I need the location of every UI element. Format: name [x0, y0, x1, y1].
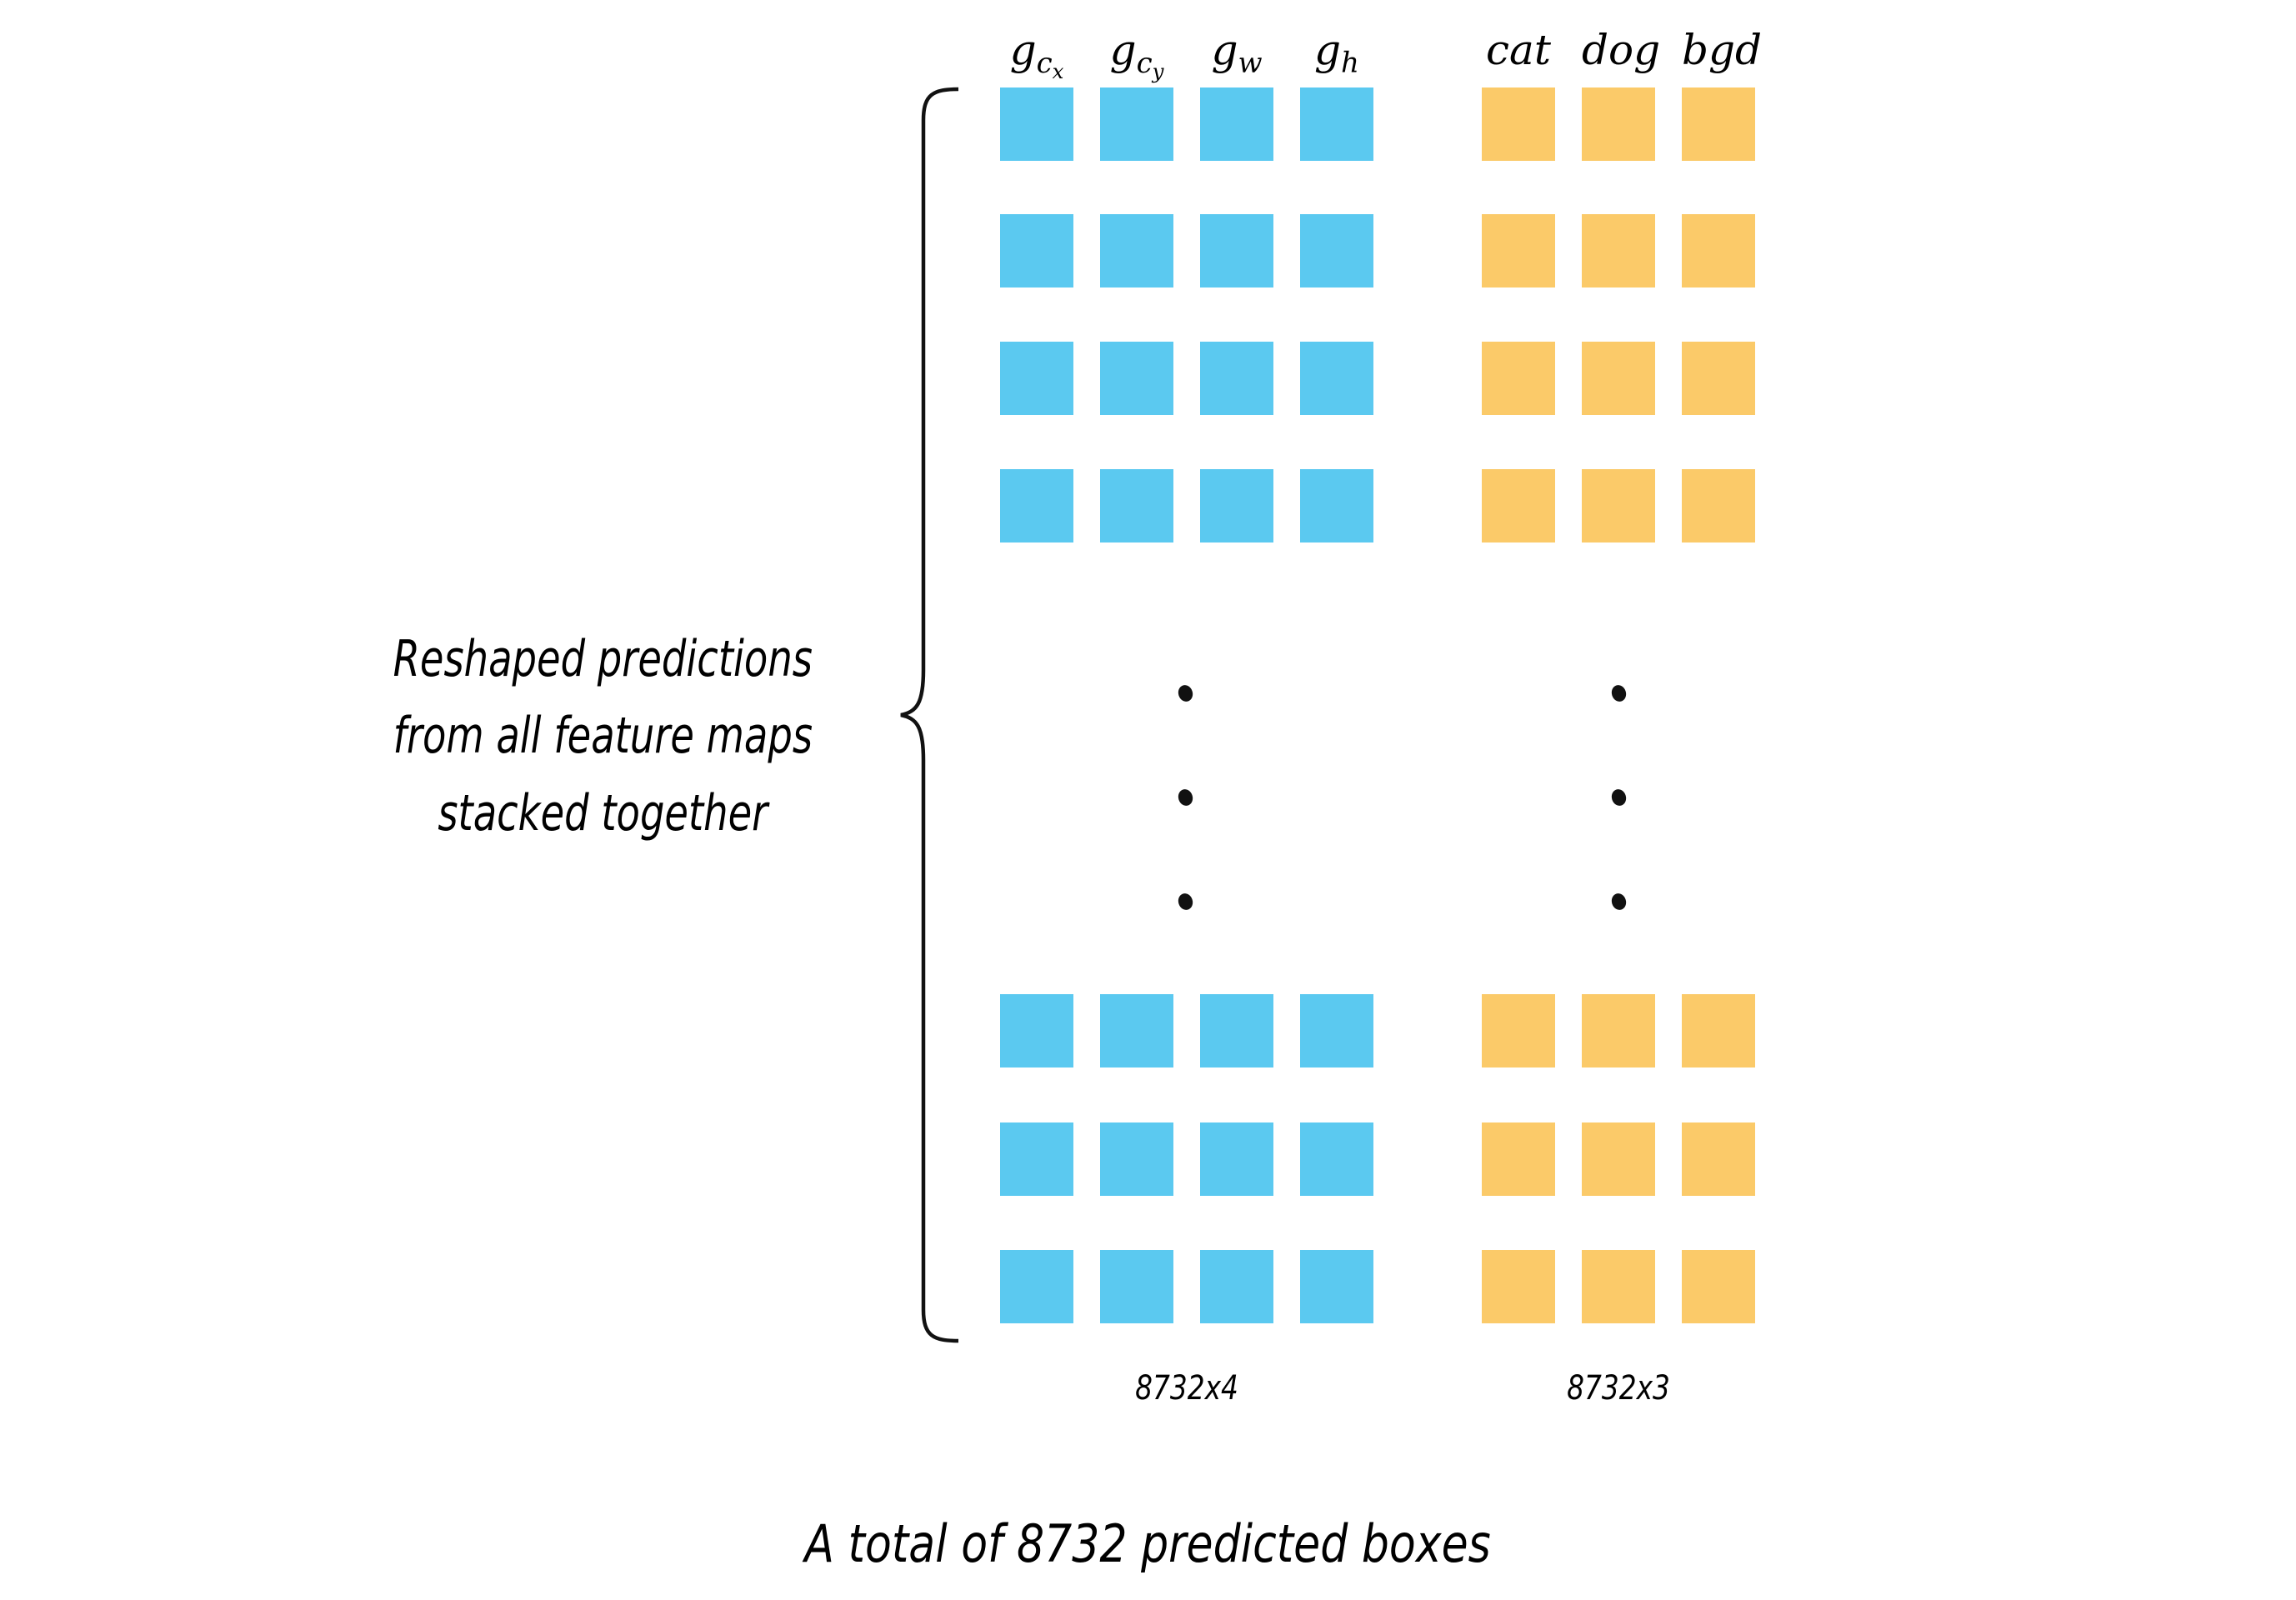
- localization-cell: [1100, 994, 1173, 1068]
- localization-cell: [1300, 994, 1373, 1068]
- column-label-bgd: bgd: [1682, 26, 1763, 74]
- localization-cell: [1300, 214, 1373, 288]
- localization-cell: [1000, 469, 1073, 542]
- localization-cell: [1200, 88, 1273, 161]
- classification-cell: [1482, 469, 1555, 542]
- vertical-ellipsis-dot-classification: [1609, 891, 1628, 912]
- classification-cell: [1682, 214, 1755, 288]
- localization-cell: [1000, 994, 1073, 1068]
- localization-cell: [1100, 1250, 1173, 1323]
- column-label-gcy: gcy: [1109, 26, 1164, 83]
- localization-cell: [1300, 88, 1373, 161]
- localization-cell: [1100, 342, 1173, 415]
- column-label-gw: gw: [1211, 26, 1263, 80]
- classification-cell: [1482, 214, 1555, 288]
- annotation-line-3: stacked together: [438, 783, 768, 842]
- localization-cell: [1300, 1122, 1373, 1196]
- localization-cell: [1100, 1122, 1173, 1196]
- annotation-line-2: from all feature maps: [393, 707, 813, 766]
- vertical-ellipsis-dot-localization: [1176, 682, 1195, 704]
- classification-cell: [1482, 1250, 1555, 1323]
- classification-cell: [1582, 994, 1655, 1068]
- column-label-gh: gh: [1314, 26, 1359, 80]
- localization-cell: [1200, 1122, 1273, 1196]
- classification-cell: [1482, 994, 1555, 1068]
- localization-cell: [1200, 214, 1273, 288]
- classification-cell: [1682, 1122, 1755, 1196]
- vertical-ellipsis-dot-localization: [1176, 787, 1195, 808]
- classification-cell: [1682, 342, 1755, 415]
- classification-cell: [1582, 1122, 1655, 1196]
- column-label-dog: dog: [1582, 26, 1661, 74]
- localization-cell: [1300, 469, 1373, 542]
- classification-cell: [1482, 88, 1555, 161]
- localization-cell: [1300, 1250, 1373, 1323]
- classification-cell: [1582, 342, 1655, 415]
- classification-cell: [1582, 214, 1655, 288]
- annotation-text: Reshaped predictions from all feature ma…: [356, 621, 850, 852]
- localization-cell: [1100, 88, 1173, 161]
- classification-cell: [1482, 342, 1555, 415]
- dim-label-localization: 8732x4: [1135, 1369, 1238, 1408]
- localization-cell: [1000, 88, 1073, 161]
- localization-cell: [1200, 469, 1273, 542]
- localization-cell: [1100, 214, 1173, 288]
- localization-cell: [1200, 994, 1273, 1068]
- localization-cell: [1000, 1250, 1073, 1323]
- vertical-ellipsis-dot-classification: [1609, 787, 1628, 808]
- classification-cell: [1582, 88, 1655, 161]
- figure-caption-text: A total of 8732 predicted boxes: [804, 1513, 1492, 1574]
- localization-cell: [1200, 1250, 1273, 1323]
- left-curly-brace: [900, 87, 958, 1343]
- column-label-cat: cat: [1486, 26, 1551, 74]
- localization-cell: [1000, 342, 1073, 415]
- classification-cell: [1682, 1250, 1755, 1323]
- classification-cell: [1582, 469, 1655, 542]
- classification-cell: [1682, 88, 1755, 161]
- annotation-line-1: Reshaped predictions: [393, 630, 813, 688]
- dim-label-classification: 8732x3: [1567, 1369, 1670, 1408]
- localization-cell: [1000, 214, 1073, 288]
- localization-cell: [1300, 342, 1373, 415]
- vertical-ellipsis-dot-localization: [1176, 891, 1195, 912]
- localization-cell: [1100, 469, 1173, 542]
- vertical-ellipsis-dot-classification: [1609, 682, 1628, 704]
- column-label-gcx: gcx: [1009, 26, 1064, 83]
- classification-cell: [1682, 994, 1755, 1068]
- localization-cell: [1000, 1122, 1073, 1196]
- classification-cell: [1682, 469, 1755, 542]
- localization-cell: [1200, 342, 1273, 415]
- classification-cell: [1582, 1250, 1655, 1323]
- classification-cell: [1482, 1122, 1555, 1196]
- figure-caption: A total of 8732 predicted boxes: [0, 1518, 2296, 1570]
